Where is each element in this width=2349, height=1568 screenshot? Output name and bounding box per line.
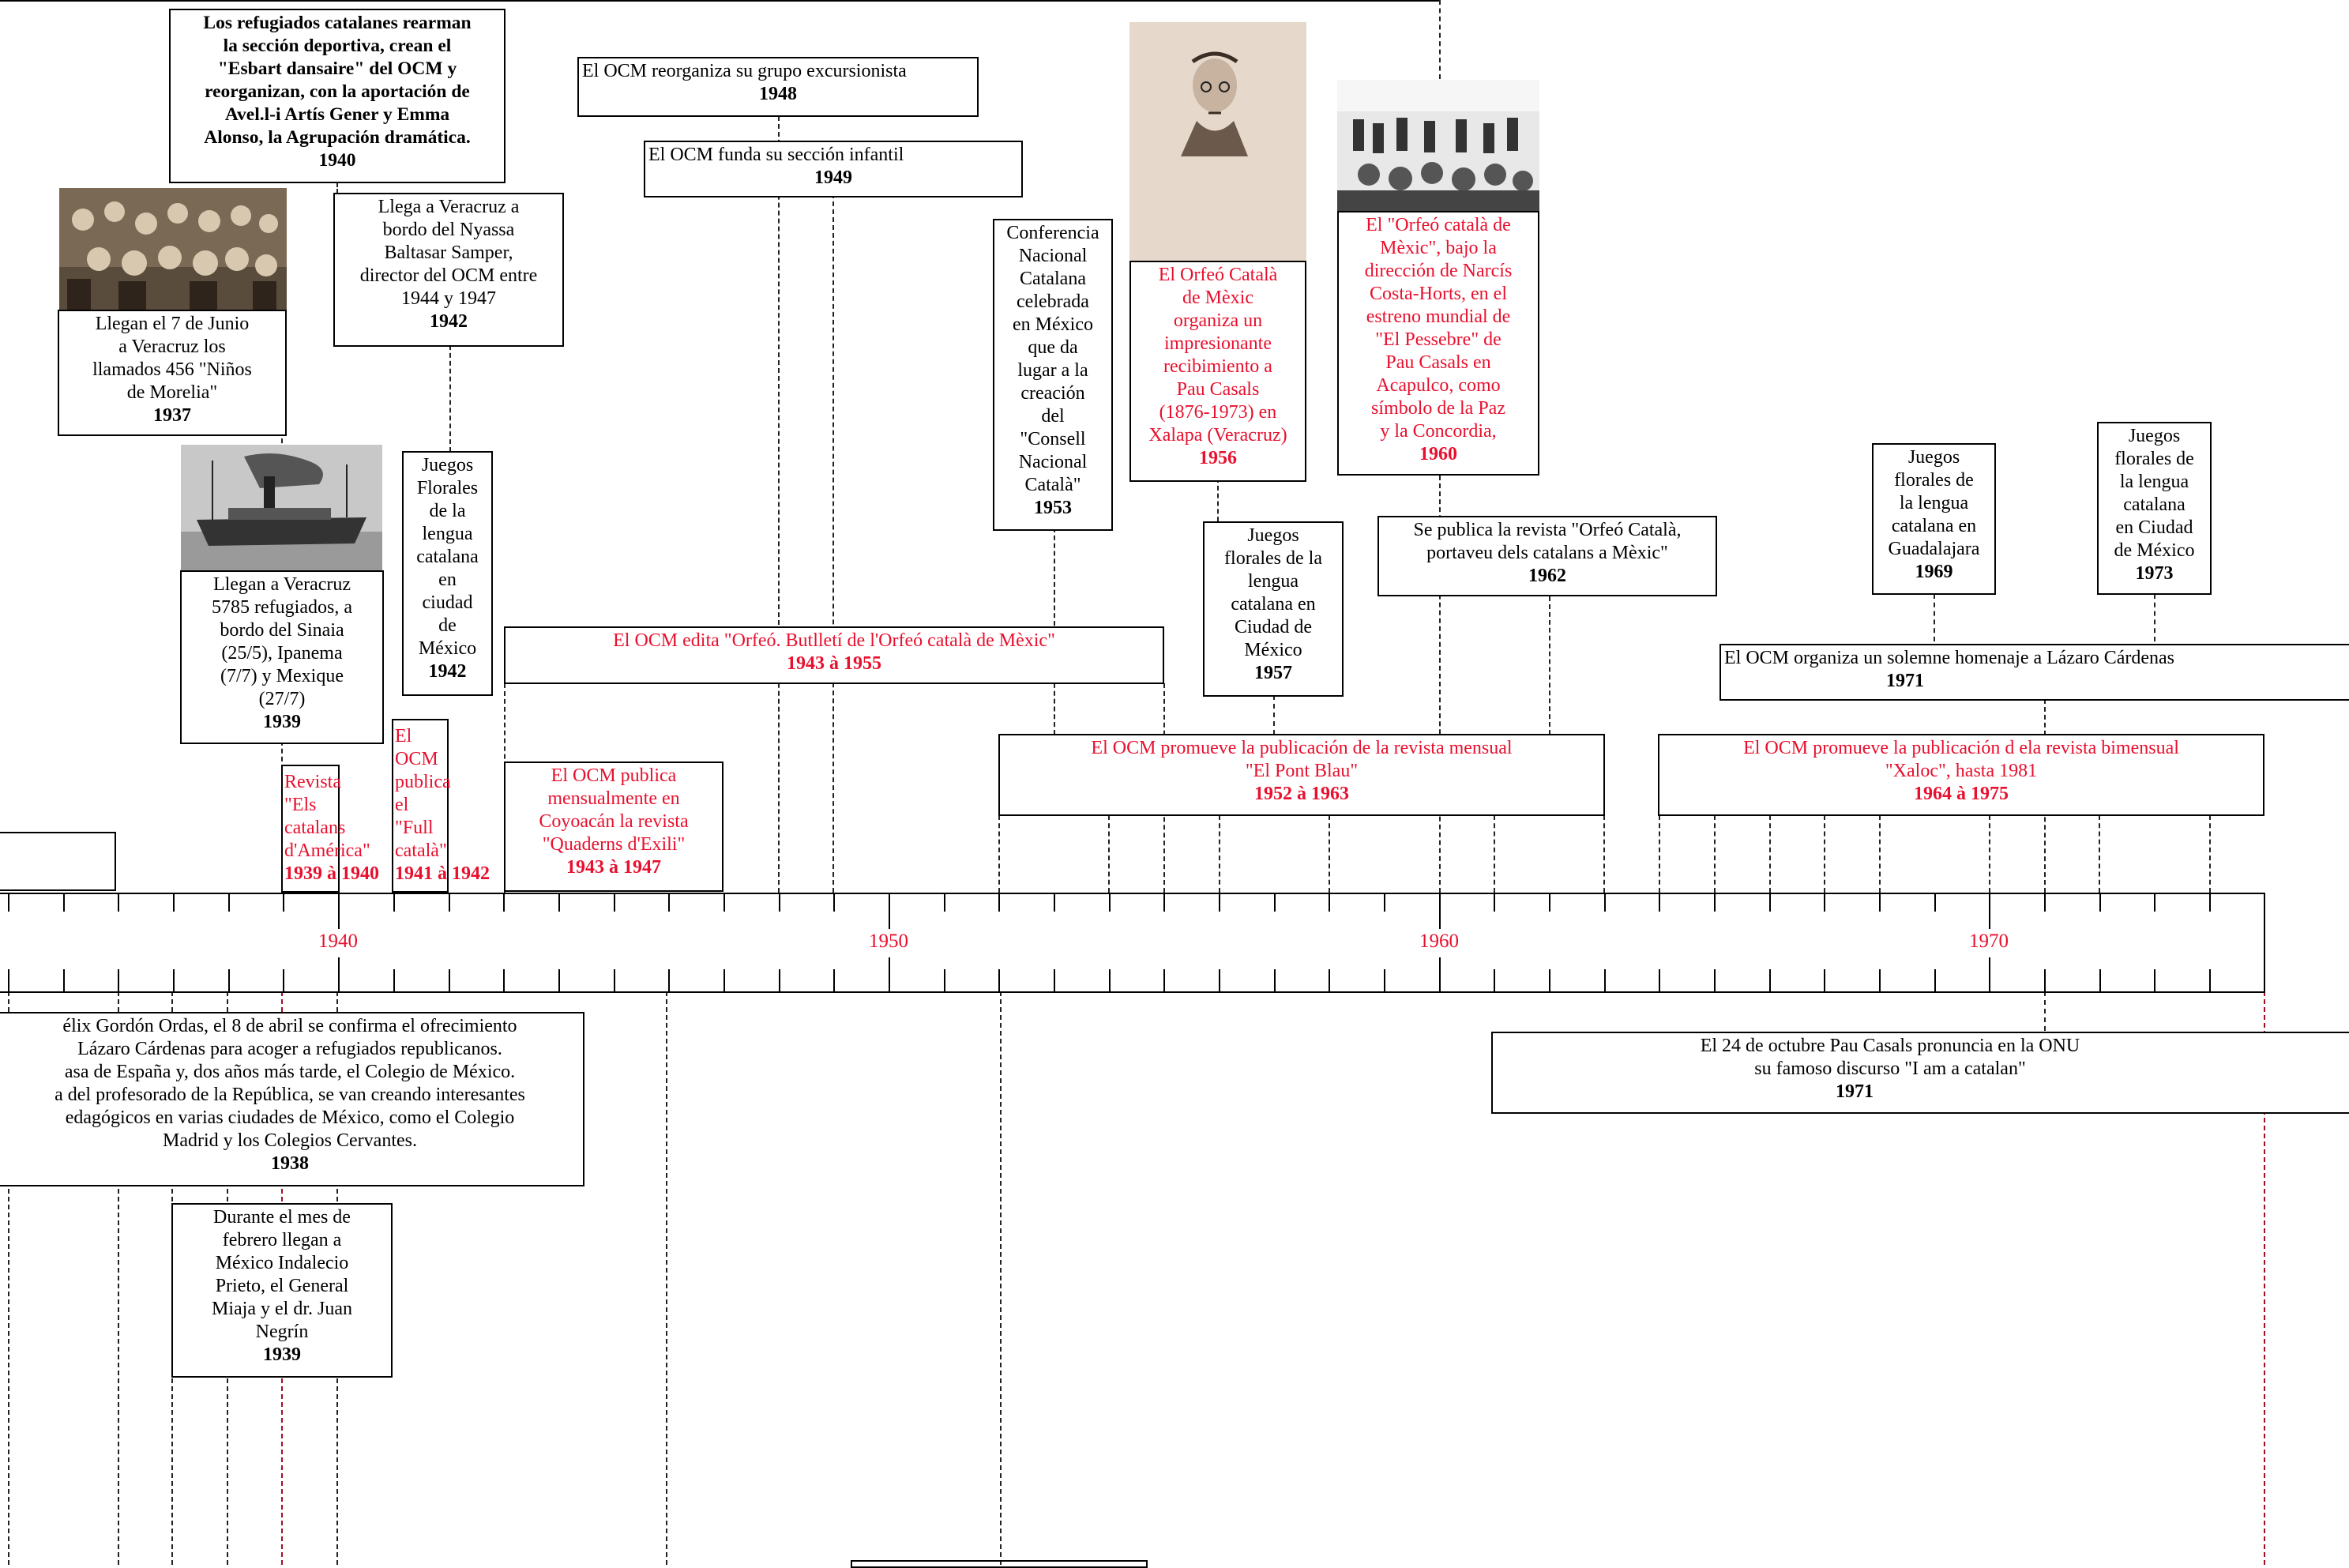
event-1943-orfeo-butlleti: El OCM edita "Orfeó. Butlletí de l'Orfeó… bbox=[504, 626, 1164, 684]
event-1964-xaloc: El OCM promueve la publicación d ela rev… bbox=[1658, 734, 2264, 816]
axis-label-1970: 1970 bbox=[1969, 931, 2009, 952]
partial-box-left bbox=[0, 832, 116, 891]
event-1941-full-catala: El OCM publica el "Full català" 1941 à 1… bbox=[392, 719, 490, 893]
timeline-axis bbox=[0, 893, 2265, 993]
event-1942-juegos-florales: Juegos Florales de la lengua catalana en… bbox=[402, 451, 493, 696]
axis-label-1950: 1950 bbox=[869, 931, 908, 952]
event-1956-recibimiento-casals: El Orfeó Català de Mèxic organiza un imp… bbox=[1129, 261, 1306, 482]
event-1939-llegada-prieto: Durante el mes de febrero llegan a Méxic… bbox=[171, 1203, 393, 1378]
event-1973-juegos-ciudad-mexico: Juegos florales de la lengua catalana en… bbox=[2097, 422, 2212, 595]
top-border bbox=[0, 0, 1439, 2]
event-1962-revista-orfeo: Se publica la revista "Orfeó Català, por… bbox=[1377, 516, 1717, 596]
event-1953-conferencia-nacional: Conferencia Nacional Catalana celebrada … bbox=[993, 219, 1113, 531]
event-1960-el-pessebre: El "Orfeó català de Mèxic", bajo la dire… bbox=[1337, 211, 1539, 476]
event-1948-grupo-excursionista: El OCM reorganiza su grupo excursionista… bbox=[577, 57, 979, 117]
event-1939-sinaia: Llegan a Veracruz 5785 refugiados, a bor… bbox=[180, 570, 384, 744]
event-1969-juegos-guadalajara: Juegos florales de la lengua catalana en… bbox=[1872, 443, 1996, 595]
event-1943-quaderns-exili: El OCM publica mensualmente en Coyoacán … bbox=[504, 761, 723, 892]
event-1940-refugiados-catalanes: Los refugiados catalanes rearman la secc… bbox=[169, 9, 506, 183]
event-1971-homenaje-cardenas: El OCM organiza un solemne homenaje a Lá… bbox=[1719, 644, 2349, 701]
axis-label-1960: 1960 bbox=[1419, 931, 1459, 952]
event-1957-juegos-florales: Juegos florales de la lengua catalana en… bbox=[1203, 521, 1344, 697]
event-1971-discurso-onu: El 24 de octubre Pau Casals pronuncia en… bbox=[1491, 1032, 2349, 1114]
event-1938-gordon-ordas: élix Gordón Ordas, el 8 de abril se conf… bbox=[0, 1012, 584, 1186]
event-1937-ninos-morelia: Llegan el 7 de Junio a Veracruz los llam… bbox=[58, 310, 287, 436]
event-1942-nyassa: Llega a Veracruz a bordo del Nyassa Balt… bbox=[333, 193, 564, 347]
event-1952-el-pont-blau: El OCM promueve la publicación de la rev… bbox=[998, 734, 1605, 816]
orfeo-performance-photo bbox=[1337, 80, 1539, 211]
ship-photo bbox=[181, 445, 382, 573]
children-photo bbox=[59, 188, 287, 310]
event-1949-seccion-infantil: El OCM funda su sección infantil 1949 bbox=[644, 141, 1023, 197]
pau-casals-portrait bbox=[1129, 22, 1306, 261]
axis-label-1940: 1940 bbox=[318, 931, 358, 952]
event-1939-revista-catalans: Revista "Els catalans d'América" 1939 à … bbox=[281, 765, 379, 893]
partial-box-bottom bbox=[851, 1560, 1148, 1568]
